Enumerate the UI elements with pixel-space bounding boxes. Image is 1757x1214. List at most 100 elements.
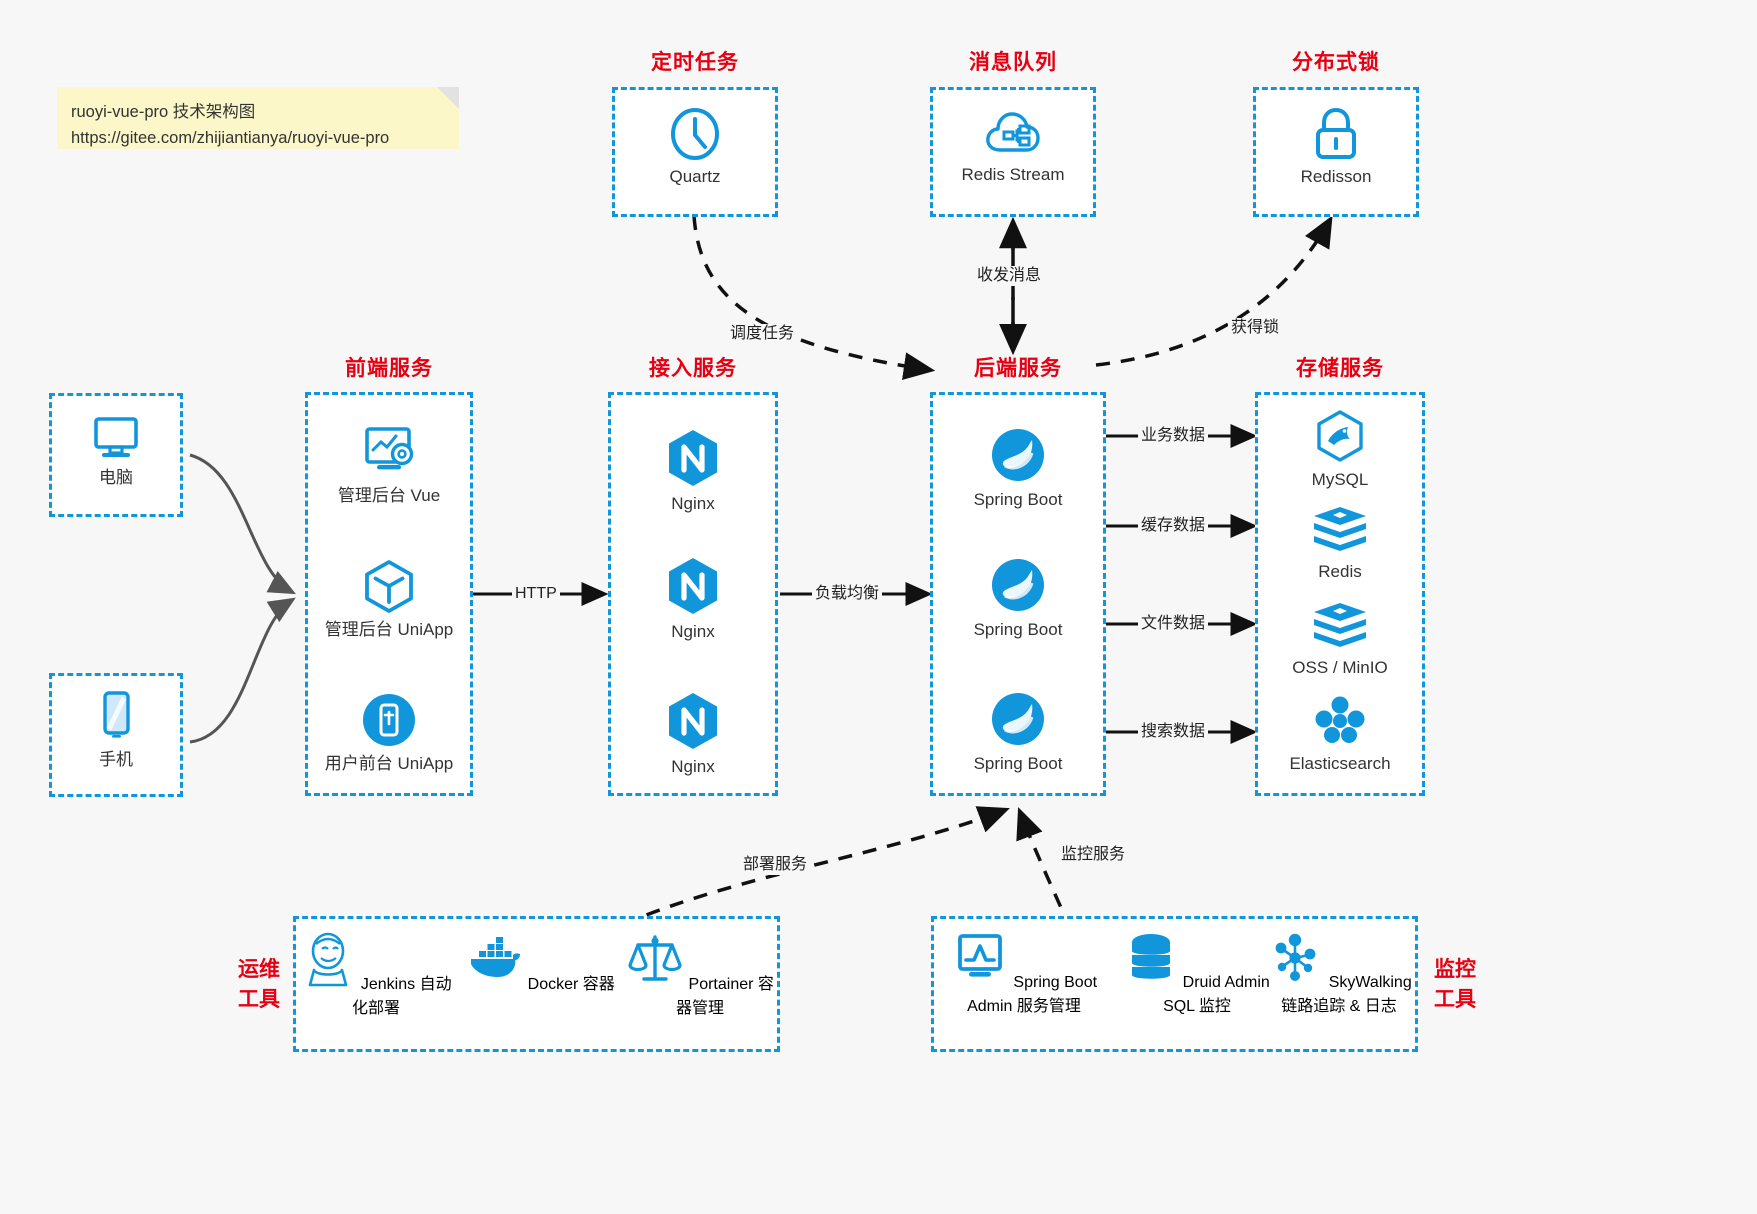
node-redisson[interactable]: Redisson — [1256, 106, 1416, 188]
node-jenkins[interactable]: Jenkins 自动化部署 — [296, 931, 456, 1018]
group-title-gateway: 接入服务 — [649, 357, 737, 380]
node-spring-boot-2[interactable]: Spring Boot — [933, 555, 1103, 641]
monitor-chart-icon — [951, 934, 1013, 991]
edge-label-lb: 负载均衡 — [812, 584, 883, 604]
lock-icon — [1256, 106, 1416, 162]
node-label: Redis Stream — [961, 165, 1065, 184]
node-phone[interactable]: 手机 — [52, 689, 180, 771]
portainer-icon — [626, 935, 688, 993]
edge-label-lock: 获得锁 — [1228, 318, 1283, 338]
group-client-desktop: 电脑 — [49, 393, 183, 517]
database-icon — [1124, 934, 1182, 991]
node-label: 电脑 — [99, 468, 133, 487]
node-label: Quartz — [669, 167, 721, 186]
monitor-title-line-1: 监控 — [1434, 958, 1476, 981]
node-label: MySQL — [1311, 470, 1369, 489]
node-quartz[interactable]: Quartz — [615, 106, 775, 188]
redis-icon — [1258, 505, 1422, 557]
node-label: Nginx — [671, 494, 715, 513]
node-spring-boot-1[interactable]: Spring Boot — [933, 425, 1103, 511]
node-redis[interactable]: Redis — [1258, 505, 1422, 583]
node-nginx-3[interactable]: Nginx — [611, 690, 775, 778]
group-title-monitor: 监控 工具 — [1424, 955, 1486, 1015]
spring-icon — [933, 689, 1103, 749]
node-label: 用户前台 UniApp — [324, 754, 454, 773]
cube-icon — [308, 557, 470, 615]
group-backend: Spring Boot Spring Boot Spring Boot — [930, 392, 1106, 796]
node-label: Spring Boot — [973, 754, 1063, 773]
group-distributed-lock: Redisson — [1253, 87, 1419, 217]
edge-label-search-data: 搜索数据 — [1138, 722, 1209, 742]
edge-lock — [1095, 215, 1333, 367]
mysql-icon — [1258, 409, 1422, 465]
group-title-message-queue: 消息队列 — [969, 51, 1057, 74]
node-label: 管理后台 UniApp — [324, 620, 454, 639]
node-mysql[interactable]: MySQL — [1258, 409, 1422, 491]
cloud-stream-icon — [933, 106, 1093, 160]
node-sublabel: 容器 — [582, 976, 615, 993]
nginx-icon — [611, 690, 775, 752]
node-label: Nginx — [671, 757, 715, 776]
edge-schedule — [692, 215, 936, 381]
node-sublabel: 自动化部署 — [351, 976, 452, 1017]
spring-icon — [933, 555, 1103, 615]
node-redis-stream[interactable]: Redis Stream — [933, 106, 1093, 186]
node-admin-uniapp[interactable]: 管理后台 UniApp — [308, 557, 470, 641]
group-gateway: Nginx Nginx Nginx — [608, 392, 778, 796]
node-nginx-2[interactable]: Nginx — [611, 555, 775, 643]
node-label: Portainer — [688, 976, 754, 993]
node-label: Spring Boot — [973, 490, 1063, 509]
edge-label-schedule: 调度任务 — [727, 324, 798, 344]
node-portainer[interactable]: Portainer 容器管理 — [620, 931, 780, 1018]
group-title-backend: 后端服务 — [974, 357, 1062, 380]
node-sublabel: SQL 监控 — [1163, 998, 1231, 1015]
node-spring-boot-3[interactable]: Spring Boot — [933, 689, 1103, 775]
clock-icon — [615, 106, 775, 162]
group-scheduled-task: Quartz — [612, 87, 778, 217]
note-fold-icon — [437, 87, 459, 109]
node-skywalking[interactable]: SkyWalking 链路追踪 & 日志 — [1257, 931, 1421, 1016]
node-docker[interactable]: Docker 容器 — [459, 931, 619, 994]
node-spring-boot-admin[interactable]: Spring Boot Admin 服务管理 — [934, 931, 1114, 1016]
group-title-scheduled-task: 定时任务 — [651, 51, 739, 74]
node-label: Nginx — [671, 622, 715, 641]
node-desktop[interactable]: 电脑 — [52, 413, 180, 489]
edge-label-cache-data: 缓存数据 — [1138, 516, 1209, 536]
desktop-icon — [52, 413, 180, 463]
node-elasticsearch[interactable]: Elasticsearch — [1258, 695, 1422, 775]
monitor-title-line-2: 工具 — [1434, 988, 1476, 1011]
note-line-2: https://gitee.com/zhijiantianya/ruoyi-vu… — [71, 129, 390, 147]
node-label: Druid Admin — [1182, 974, 1270, 991]
node-druid-admin[interactable]: Druid Admin SQL 监控 — [1117, 931, 1277, 1016]
node-label: Jenkins — [360, 976, 416, 993]
note-line-1: ruoyi-vue-pro 技术架构图 — [71, 103, 256, 121]
node-sublabel: 链路追踪 & 日志 — [1281, 998, 1397, 1015]
group-frontend: 管理后台 Vue 管理后台 UniApp 用户前台 UniApp — [305, 392, 473, 796]
edge-phone-to-frontend — [189, 597, 296, 744]
node-label: Spring Boot — [973, 620, 1063, 639]
node-label: 管理后台 Vue — [337, 486, 441, 505]
devops-title-line-1: 运维 — [238, 958, 280, 981]
elasticsearch-icon — [1258, 695, 1422, 749]
node-label: OSS / MinIO — [1292, 658, 1388, 677]
phone-icon — [52, 689, 180, 745]
node-user-uniapp[interactable]: 用户前台 UniApp — [308, 691, 470, 775]
node-oss-minio[interactable]: OSS / MinIO — [1258, 601, 1422, 679]
group-title-frontend: 前端服务 — [345, 357, 433, 380]
mobile-app-icon — [308, 691, 470, 749]
edge-desktop-to-frontend — [189, 453, 296, 595]
node-label: 手机 — [99, 750, 133, 769]
nginx-icon — [611, 427, 775, 489]
node-label: Elasticsearch — [1289, 754, 1391, 773]
group-devops: Jenkins 自动化部署 Docker 容器 — [293, 916, 780, 1052]
group-title-devops: 运维 工具 — [228, 955, 290, 1015]
node-admin-vue[interactable]: 管理后台 Vue — [308, 423, 470, 507]
group-title-distributed-lock: 分布式锁 — [1292, 51, 1380, 74]
node-nginx-1[interactable]: Nginx — [611, 427, 775, 515]
node-label: Spring Boot Admin — [967, 974, 1098, 1015]
oss-icon — [1258, 601, 1422, 653]
docker-icon — [463, 937, 527, 993]
edge-label-file-data: 文件数据 — [1138, 614, 1209, 634]
spring-icon — [933, 425, 1103, 485]
